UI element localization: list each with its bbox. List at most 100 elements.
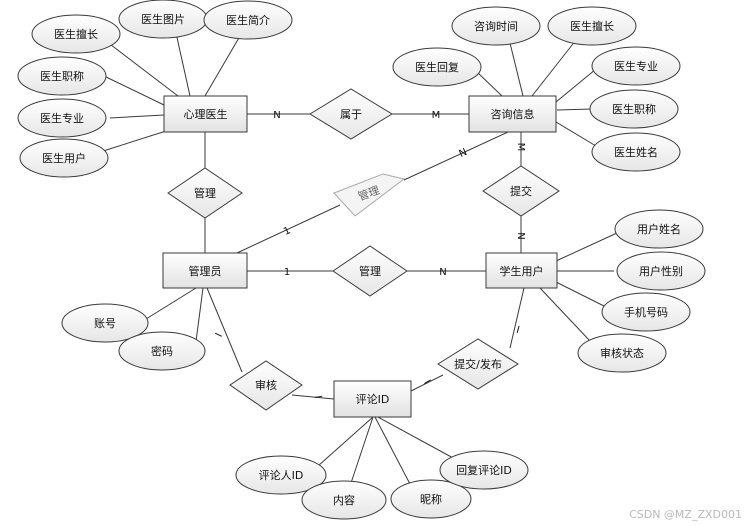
svg-text:医生图片: 医生图片 — [141, 12, 185, 26]
svg-text:医生姓名: 医生姓名 — [614, 145, 658, 159]
relationship-submit-publish: 提交/发布 — [437, 338, 519, 390]
svg-text:管理: 管理 — [194, 186, 216, 200]
attribute-doctor-title: 医生职称 — [17, 56, 107, 96]
connector-lines — [99, 32, 618, 487]
svg-text:账号: 账号 — [94, 317, 116, 330]
line-user-phone — [555, 281, 605, 307]
svg-text:医生职称: 医生职称 — [612, 102, 656, 116]
svg-text:审核状态: 审核状态 — [600, 346, 644, 360]
relationship-manage-consultation: 管理 — [333, 173, 406, 217]
line-doctor-specialty — [101, 37, 179, 97]
line-review-comment — [291, 394, 335, 400]
line-admin-password — [194, 287, 204, 350]
attribute-comment-content: 内容 — [301, 480, 387, 520]
line-commenter-id — [317, 416, 374, 467]
card-consult-submit: M — [515, 143, 526, 152]
svg-text:评论ID: 评论ID — [356, 392, 390, 406]
line-comment-publish — [410, 374, 444, 392]
line-publish-student — [509, 287, 525, 349]
svg-text:医生擅长: 医生擅长 — [570, 19, 614, 33]
card-submit-student: N — [515, 232, 526, 239]
line-doctor-photo — [175, 32, 191, 97]
svg-text:心理医生: 心理医生 — [184, 107, 228, 121]
attribute-consult-doctor-specialty: 医生擅长 — [547, 6, 637, 46]
attribute-doctor-major: 医生专业 — [17, 98, 107, 138]
entity-consultation-info: 咨询信息 — [468, 95, 557, 133]
svg-text:昵称: 昵称 — [420, 492, 442, 506]
svg-text:医生用户: 医生用户 — [42, 151, 86, 165]
line-reply-comment-id — [377, 416, 456, 460]
attribute-doctor-user: 医生用户 — [19, 138, 109, 178]
line-doctor-title — [103, 75, 165, 106]
card-comment-publish: I — [421, 378, 432, 386]
svg-text:学生用户: 学生用户 — [500, 264, 544, 278]
card-belongs-consult: M — [432, 110, 441, 121]
line-comment-content — [349, 416, 374, 487]
line-admin-manageconsult — [236, 204, 341, 254]
svg-text:管理员: 管理员 — [189, 264, 222, 278]
line-admin-account — [145, 287, 197, 320]
line-doctor-major — [109, 114, 165, 119]
entity-psychologist: 心理医生 — [163, 95, 248, 133]
cardinality-labels: N M M N 1 N 1 N I I I I — [214, 110, 526, 399]
attribute-user-name: 用户姓名 — [614, 209, 704, 249]
line-consult-specialty — [531, 39, 577, 97]
card-publish-student: I — [515, 325, 521, 336]
entity-comment: 评论ID — [333, 380, 412, 418]
svg-text:医生专业: 医生专业 — [614, 59, 658, 73]
line-consult-reply — [476, 71, 503, 97]
svg-text:密码: 密码 — [151, 344, 173, 358]
svg-text:评论人ID: 评论人ID — [259, 468, 304, 482]
svg-text:提交: 提交 — [510, 184, 532, 198]
attribute-admin-account: 账号 — [61, 303, 149, 343]
attribute-doctor-specialty: 医生擅长 — [31, 14, 121, 54]
svg-text:手机号码: 手机号码 — [624, 305, 668, 319]
relationship-review: 审核 — [229, 360, 303, 411]
card-managestudent-end: N — [439, 267, 446, 278]
entity-student-user: 学生用户 — [485, 252, 558, 289]
relationship-manage-doctor: 管理 — [167, 167, 243, 219]
line-doctor-user — [99, 130, 167, 153]
svg-text:医生回复: 医生回复 — [415, 60, 459, 74]
attribute-user-phone: 手机号码 — [601, 292, 691, 332]
line-doctor-intro — [204, 35, 241, 97]
attribute-comment-nickname: 昵称 — [390, 479, 472, 519]
line-admin-review — [206, 287, 243, 373]
attribute-consult-doctor-title: 医生职称 — [589, 89, 679, 129]
line-comment-nickname — [374, 416, 411, 485]
attribute-consult-doctor-major: 医生专业 — [591, 46, 681, 86]
svg-text:医生职称: 医生职称 — [40, 69, 84, 83]
svg-text:医生擅长: 医生擅长 — [54, 27, 98, 41]
svg-text:管理: 管理 — [359, 264, 381, 278]
svg-text:医生专业: 医生专业 — [40, 111, 84, 125]
attribute-reply-comment-id: 回复评论ID — [439, 450, 529, 490]
line-consult-time — [509, 42, 524, 97]
relationship-manage-student: 管理 — [332, 245, 408, 297]
line-consult-major — [555, 68, 597, 103]
attribute-consult-doctor-reply: 医生回复 — [392, 47, 482, 87]
watermark: CSDN @MZ_ZXD001 — [629, 508, 742, 521]
attribute-admin-password: 密码 — [118, 331, 206, 371]
svg-text:用户姓名: 用户姓名 — [637, 222, 681, 236]
card-review-comment: I — [312, 395, 323, 400]
line-user-status — [539, 287, 591, 342]
card-admin-review: I — [214, 332, 225, 339]
svg-text:提交/发布: 提交/发布 — [454, 357, 502, 371]
svg-text:回复评论ID: 回复评论ID — [456, 463, 512, 477]
relationship-submit: 提交 — [482, 165, 560, 217]
line-consult-name — [555, 121, 597, 147]
svg-text:咨询信息: 咨询信息 — [491, 107, 535, 121]
line-user-name — [555, 232, 618, 262]
attribute-commenter-id: 评论人ID — [235, 455, 327, 495]
card-manageconsult-end: N — [457, 147, 468, 160]
svg-text:医生简介: 医生简介 — [226, 13, 270, 27]
card-doctor-belongs: N — [273, 110, 280, 121]
card-admin-managestudent: 1 — [284, 267, 290, 278]
svg-text:属于: 属于 — [340, 108, 362, 121]
svg-text:审核: 审核 — [255, 378, 277, 392]
svg-text:内容: 内容 — [333, 493, 355, 507]
attribute-user-gender: 用户性别 — [616, 251, 706, 291]
card-admin-manageconsult: 1 — [282, 225, 292, 238]
line-consult-title — [556, 108, 593, 111]
entity-administrator: 管理员 — [162, 252, 248, 289]
